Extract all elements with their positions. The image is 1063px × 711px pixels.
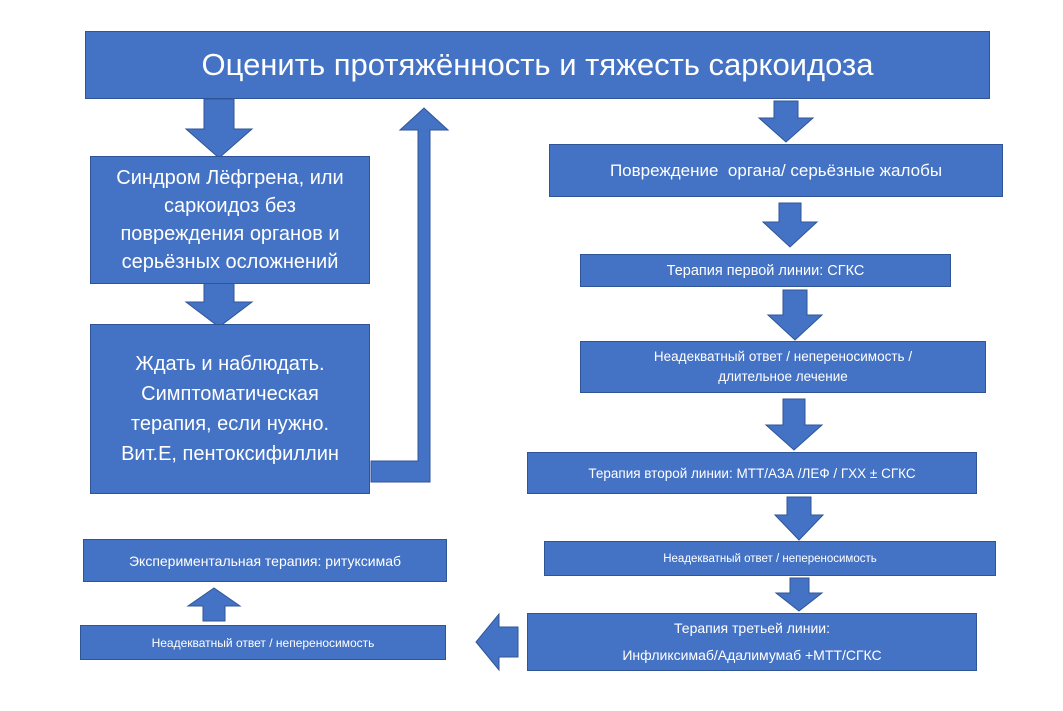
arrow-down-lofgren-to-watch	[184, 279, 254, 328]
arrow-down-first-to-inadequate	[766, 289, 824, 341]
lofgren-line: серьёзных осложнений	[121, 251, 339, 273]
arrow-down-inadequate2-to-third	[774, 577, 824, 612]
title-text: Оценить протяжённость и тяжесть саркоидо…	[201, 47, 874, 82]
arrow-return-up	[370, 107, 450, 483]
arrow-up-inadequate3-to-experimental	[186, 587, 242, 622]
watch-line: терапия, если нужно.	[130, 413, 330, 435]
third-line-line: Терапия третьей линии:	[674, 620, 830, 636]
inadequate-1-line: Неадекватный ответ / непереносимость /	[653, 349, 913, 364]
first-line-text: Терапия первой линии: СГКС	[666, 262, 865, 279]
lofgren-line: Синдром Лёфгрена, или	[116, 167, 344, 189]
lofgren-line: саркоидоз без	[164, 195, 296, 217]
lofgren-box: Синдром Лёфгрена, или саркоидоз без повр…	[90, 156, 370, 284]
arrow-left-third-to-inadequate3	[475, 612, 519, 672]
inadequate-3-box: Неадекватный ответ / непереносимость	[80, 625, 446, 660]
experimental-text: Экспериментальная терапия: ритуксимаб	[128, 552, 402, 569]
third-line-box: Терапия третьей линии: Инфликсимаб/Адали…	[527, 613, 977, 671]
first-line-box: Терапия первой линии: СГКС	[580, 254, 951, 287]
lofgren-line: повреждения органов и	[120, 223, 340, 245]
arrow-down-title-to-organ	[757, 100, 815, 143]
arrow-down-second-to-inadequate2	[773, 496, 825, 541]
inadequate-3-text: Неадекватный ответ / непереносимость	[151, 635, 375, 650]
third-line-line: Инфликсимаб/Адалимумаб +МТТ/СГКС	[622, 647, 882, 663]
second-line-text: Терапия второй линии: МТТ/АЗА /ЛЕФ / ГХХ…	[588, 465, 916, 481]
arrow-down-organ-to-first	[761, 202, 819, 248]
organ-damage-box: Повреждение органа/ серьёзные жалобы	[549, 144, 1003, 197]
second-line-box: Терапия второй линии: МТТ/АЗА /ЛЕФ / ГХХ…	[527, 452, 977, 494]
watch-line: Симптоматическая	[141, 383, 319, 405]
inadequate-1-line: длительное лечение	[718, 369, 848, 384]
organ-damage-text: Повреждение органа/ серьёзные жалобы	[609, 160, 943, 180]
inadequate-1-box: Неадекватный ответ / непереносимость / д…	[580, 341, 986, 393]
arrow-down-title-to-lofgren	[184, 98, 254, 159]
arrow-down-inadequate-to-second	[764, 398, 824, 451]
experimental-box: Экспериментальная терапия: ритуксимаб	[83, 539, 447, 582]
watch-line: Вит.Е, пентоксифиллин	[121, 443, 339, 465]
watch-line: Ждать и наблюдать.	[135, 353, 325, 375]
title-box: Оценить протяжённость и тяжесть саркоидо…	[85, 31, 990, 99]
inadequate-2-box: Неадекватный ответ / непереносимость	[544, 541, 996, 576]
inadequate-2-text: Неадекватный ответ / непереносимость	[663, 552, 877, 565]
watch-box: Ждать и наблюдать. Симптоматическая тера…	[90, 324, 370, 494]
